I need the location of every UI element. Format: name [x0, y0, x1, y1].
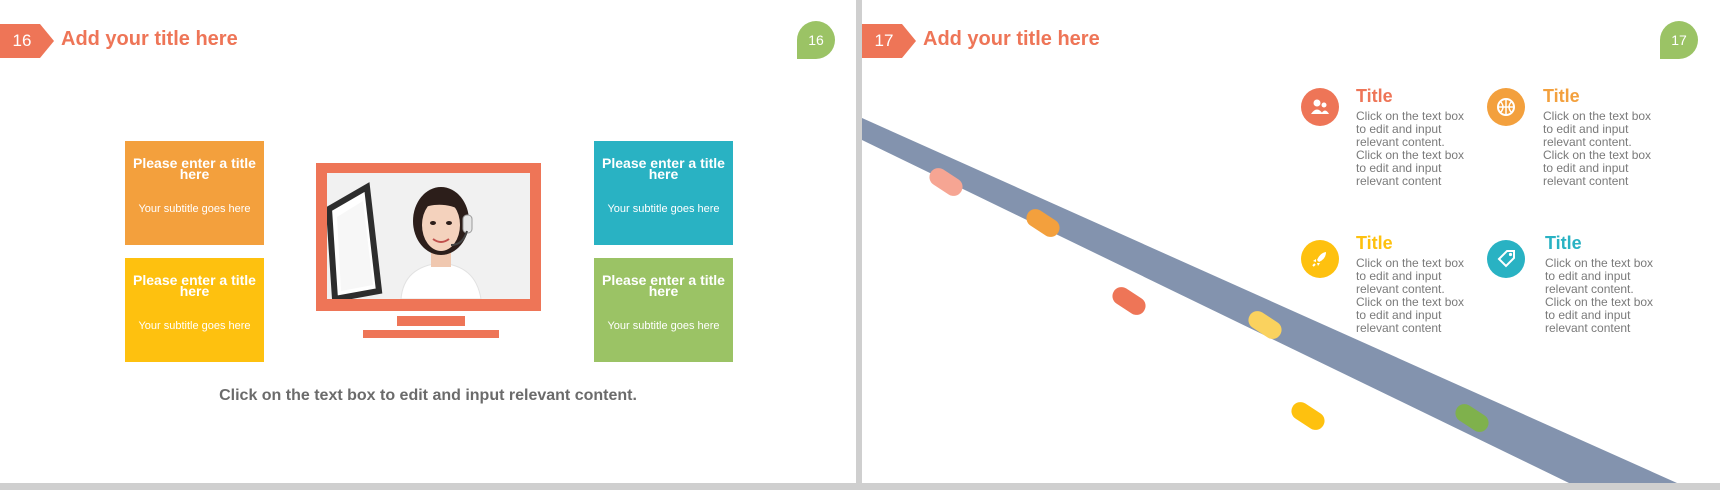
title-box-orange[interactable]: Please enter a title here Your subtitle …	[125, 141, 264, 245]
body-line: Click on the text box	[1545, 295, 1654, 309]
body-line: relevant content	[1356, 174, 1442, 188]
title-box-green[interactable]: Please enter a title here Your subtitle …	[594, 258, 733, 362]
car-yellow-light-icon	[1248, 311, 1282, 339]
lane-divider	[937, 177, 1544, 483]
body-line: to edit and input	[1356, 269, 1442, 283]
body-line: relevant content.	[1356, 135, 1445, 149]
body-line: relevant content.	[1543, 135, 1632, 149]
road	[862, 118, 1677, 483]
arrow-tag-shape	[0, 24, 54, 58]
car-coral-icon	[1112, 287, 1146, 315]
body-line: to edit and input	[1356, 122, 1442, 136]
page-badge: 16	[797, 21, 835, 59]
slide-title[interactable]: Add your title here	[61, 28, 238, 50]
body-line: Click on the text box	[1356, 148, 1465, 162]
monitor-neck	[397, 316, 465, 326]
users-icon	[1301, 88, 1339, 126]
body-line: to edit and input	[1545, 308, 1631, 322]
body-line: Click on the text box	[1543, 148, 1652, 162]
feature-title[interactable]: Title	[1356, 86, 1393, 106]
car-pink-icon	[929, 168, 963, 196]
box-title: Please enter a title here	[133, 272, 256, 299]
tag-icon	[1487, 240, 1525, 278]
box-title: Please enter a title here	[133, 155, 256, 182]
body-line: to edit and input	[1545, 269, 1631, 283]
feature-body[interactable]: Click on the text box to edit and input …	[1356, 110, 1478, 188]
box-subtitle: Your subtitle goes here	[607, 320, 720, 332]
car-yellow-icon	[1291, 402, 1325, 430]
rocket-icon	[1301, 240, 1339, 278]
slide-16[interactable]: 16 Add your title here 16 Please enter a…	[0, 0, 856, 483]
box-subtitle: Your subtitle goes here	[607, 203, 720, 215]
body-line: Click on the text box	[1356, 109, 1465, 123]
monitor-frame	[316, 163, 541, 311]
body-line: Click on the text box	[1545, 256, 1654, 270]
title-box-teal[interactable]: Please enter a title here Your subtitle …	[594, 141, 733, 245]
slide-17[interactable]: 17 Add your title here 17 Title Click on…	[862, 0, 1720, 483]
feature-body[interactable]: Click on the text box to edit and input …	[1543, 110, 1665, 188]
body-line: Click on the text box	[1543, 109, 1652, 123]
body-line: to edit and input	[1356, 308, 1442, 322]
headset-woman-photo[interactable]	[327, 173, 530, 299]
box-title: Please enter a title here	[602, 155, 725, 182]
body-line: to edit and input	[1543, 122, 1629, 136]
box-title: Please enter a title here	[602, 272, 725, 299]
road-illustration	[862, 118, 1677, 483]
body-line: relevant content	[1543, 174, 1629, 188]
car-green-icon	[1455, 404, 1489, 432]
body-line: Click on the text box	[1356, 256, 1465, 270]
box-subtitle: Your subtitle goes here	[138, 320, 251, 332]
body-line: to edit and input	[1543, 161, 1629, 175]
title-box-yellow[interactable]: Please enter a title here Your subtitle …	[125, 258, 264, 362]
slide-number-tag: 17	[862, 24, 916, 58]
body-line: to edit and input	[1356, 161, 1442, 175]
monitor-base	[363, 330, 499, 338]
body-line: relevant content.	[1545, 282, 1634, 296]
photo-illustration	[327, 173, 530, 299]
car-orange-icon	[1026, 209, 1060, 237]
basketball-icon	[1487, 88, 1525, 126]
slide-number: 17	[874, 31, 894, 50]
body-line: Click on the text box	[1356, 295, 1465, 309]
slide-number-tag: 16	[0, 24, 54, 58]
page-badge: 17	[1660, 21, 1698, 59]
arrow-tag-shape	[862, 24, 916, 58]
slide-number: 16	[12, 31, 32, 50]
box-subtitle: Your subtitle goes here	[138, 203, 251, 215]
body-line: relevant content.	[1356, 282, 1445, 296]
feature-body[interactable]: Click on the text box to edit and input …	[1356, 257, 1478, 335]
body-line: relevant content	[1356, 321, 1442, 335]
feature-title[interactable]: Title	[1545, 233, 1582, 253]
slide-title[interactable]: Add your title here	[923, 28, 1100, 50]
feature-title[interactable]: Title	[1356, 233, 1393, 253]
feature-body[interactable]: Click on the text box to edit and input …	[1545, 257, 1667, 335]
feature-title[interactable]: Title	[1543, 86, 1580, 106]
body-line: relevant content	[1545, 321, 1631, 335]
caption-text[interactable]: Click on the text box to edit and input …	[219, 387, 637, 404]
